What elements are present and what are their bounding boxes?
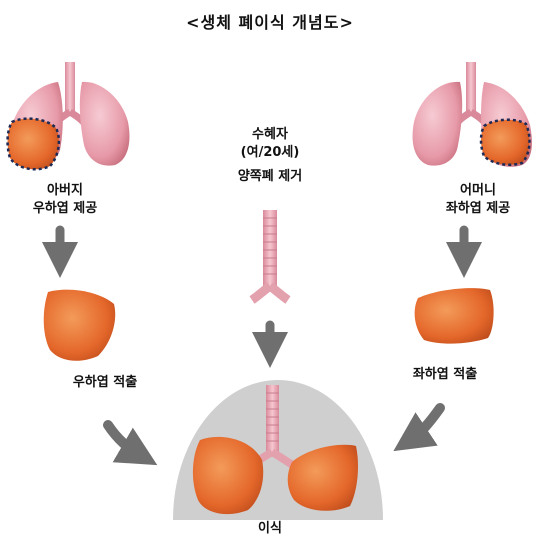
mother-lungs	[412, 62, 532, 167]
mother-label-line1: 어머니	[460, 183, 496, 198]
father-trachea	[65, 62, 75, 114]
transplant-group	[173, 380, 383, 520]
father-right-lung	[79, 81, 130, 166]
arrow-father-to-transplant	[103, 420, 158, 466]
recipient-label-line2: (여/20세)	[240, 145, 300, 160]
recipient-label-line3: 양쪽폐 제거	[237, 169, 303, 184]
mother-extracted-lobe	[414, 288, 494, 344]
mother-extract-label: 좌하엽 적출	[412, 367, 478, 382]
mother-left-lower-lobe	[479, 118, 531, 166]
transplanted-right-lobe	[192, 436, 264, 515]
mother-label-line2: 좌하엽 제공	[445, 201, 511, 216]
mother-trachea	[466, 62, 476, 114]
recipient-label: 수혜자 (여/20세) 양쪽폐 제거	[210, 126, 330, 186]
recipient-label-line1: 수혜자	[252, 127, 288, 142]
father-lungs	[6, 62, 130, 171]
mother-right-lung	[412, 81, 463, 166]
father-label: 아버지 우하엽 제공	[5, 182, 125, 218]
arrow-mother-to-transplant	[393, 403, 445, 452]
page-title: <생체 폐이식 개념도>	[186, 13, 354, 32]
arrows	[42, 225, 482, 466]
recipient-trachea	[249, 210, 291, 304]
father-extract-label: 우하엽 적출	[72, 375, 138, 390]
father-right-lower-lobe	[6, 117, 61, 171]
father-label-line2: 우하엽 제공	[32, 201, 98, 216]
transplant-label: 이식	[258, 521, 282, 536]
father-label-line1: 아버지	[47, 183, 83, 198]
mother-label: 어머니 좌하엽 제공	[418, 182, 538, 218]
father-extracted-lobe	[43, 289, 116, 361]
transplanted-left-lobe	[287, 444, 358, 511]
